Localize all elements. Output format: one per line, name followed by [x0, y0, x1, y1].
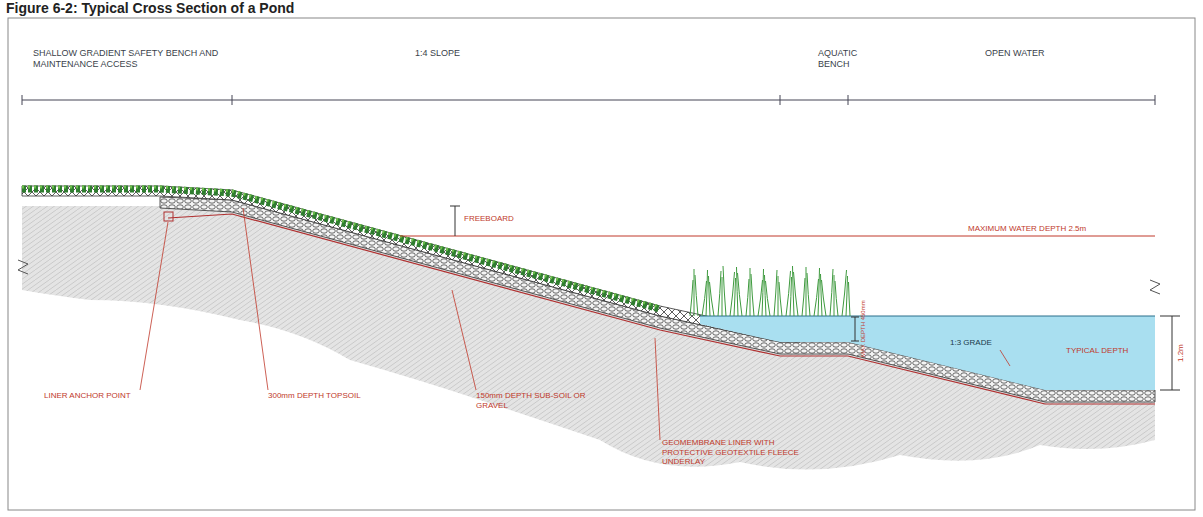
reed-stem — [822, 280, 827, 316]
callout-label: GEOMEMBRANE LINER WITH PROTECTIVE GEOTEX… — [662, 438, 802, 467]
reed-stem — [794, 272, 799, 316]
figure-title: Figure 6-2: Typical Cross Section of a P… — [6, 0, 294, 16]
reed-stem — [806, 267, 807, 316]
topsoil-layer — [22, 186, 800, 342]
water-level — [700, 316, 1155, 317]
reed-stem — [718, 271, 721, 316]
break-mark — [1150, 280, 1160, 294]
reed-stem — [830, 269, 833, 316]
reed-stem — [849, 282, 851, 316]
reed-stem — [730, 272, 735, 316]
reed-stem — [834, 275, 835, 316]
reed-stem — [710, 282, 715, 316]
reed-stem — [807, 273, 810, 316]
zone-label: 1:4 SLOPE — [415, 48, 535, 59]
reed-stem — [842, 270, 847, 316]
natural-ground — [22, 206, 1155, 470]
leader-line — [140, 208, 1010, 440]
reed-stem — [774, 270, 777, 316]
zone-label: AQUATIC BENCH — [818, 48, 878, 70]
reed-stem — [706, 270, 708, 316]
reed-stem — [835, 281, 838, 316]
reed-stem — [779, 282, 782, 316]
gravel-layer — [160, 197, 1155, 402]
callout-label: 150mm DEPTH SUB-SOIL OR GRAVEL — [476, 391, 606, 410]
bench-depth-dim — [851, 317, 859, 341]
max-water-line — [400, 236, 1155, 237]
reeds — [690, 266, 850, 316]
reed-stem — [790, 277, 792, 316]
dimension-label: TYPICAL DEPTH — [1066, 346, 1156, 356]
anchor-point — [164, 212, 173, 221]
zone-line — [22, 95, 1155, 105]
reed-stem — [734, 278, 736, 316]
reed-stem — [751, 274, 754, 316]
grade-label: 1:3 GRADE — [950, 338, 1030, 348]
grass-highlight — [22, 187, 660, 307]
open-water — [700, 316, 1155, 390]
break-mark — [18, 260, 28, 274]
reed-stem — [786, 271, 791, 316]
reed-stem — [750, 268, 751, 316]
reed-stem — [694, 269, 695, 316]
reed-stem — [818, 268, 820, 316]
callout-label: 300mm DEPTH TOPSOIL — [268, 391, 418, 401]
geomembrane-liner — [168, 214, 1155, 404]
dimension-label: FREEBOARD — [464, 214, 564, 224]
dimension-label: MAX DEPTH 450mm — [860, 301, 867, 358]
reed-stem — [722, 277, 723, 316]
reed-stem — [762, 269, 764, 316]
reed-stem — [778, 276, 779, 316]
reed-stem — [723, 266, 726, 316]
reed-stem — [695, 275, 698, 316]
reed-stem — [746, 279, 749, 316]
reed-stem — [802, 278, 805, 316]
callout-label: LINER ANCHOR POINT — [44, 391, 174, 401]
reed-stem — [690, 280, 693, 316]
grass — [22, 189, 660, 309]
reed-stem — [846, 276, 848, 316]
dimension-label: 1.2m — [1176, 344, 1186, 362]
reed-stem — [766, 281, 771, 316]
reed-stem — [738, 273, 743, 316]
zone-label: SHALLOW GRADIENT SAFETY BENCH AND MAINTE… — [33, 48, 233, 70]
freeboard-dim — [450, 206, 460, 236]
water-level-label: MAXIMUM WATER DEPTH 2.5m — [968, 224, 1148, 234]
zone-label: OPEN WATER — [985, 48, 1105, 59]
